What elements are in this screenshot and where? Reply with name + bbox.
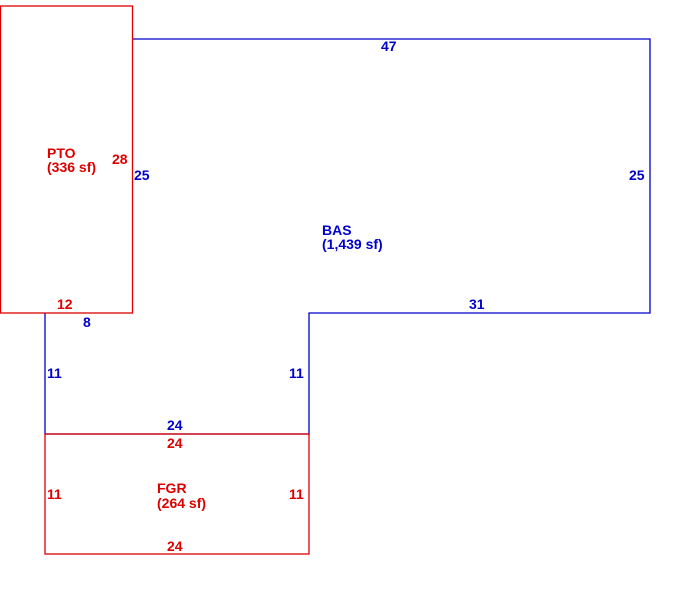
bas-dim-left-lower: 11 — [47, 365, 62, 381]
fgr-dim-bottom: 24 — [167, 538, 183, 554]
bas-dim-notch: 8 — [83, 314, 91, 330]
fgr-labels: FGR (264 sf) 24 24 11 11 — [47, 435, 304, 554]
bas-dim-step-top: 31 — [469, 296, 485, 312]
bas-labels: BAS (1,439 sf) 47 25 25 31 11 11 24 8 — [47, 38, 645, 433]
fgr-area-label: (264 sf) — [157, 495, 206, 511]
pto-dim-side: 28 — [112, 151, 128, 167]
fgr-code-label: FGR — [157, 480, 187, 496]
bas-dim-step-vertical: 11 — [289, 365, 304, 381]
bas-dim-right: 25 — [629, 167, 645, 183]
fgr-dim-left: 11 — [47, 486, 62, 502]
pto-code-label: PTO — [47, 145, 76, 161]
bas-dim-left: 25 — [134, 167, 150, 183]
pto-outline — [0, 5, 134, 314]
pto-labels: PTO (336 sf) 28 12 — [47, 145, 128, 312]
fgr-outline — [44, 433, 310, 555]
bas-code-label: BAS — [322, 222, 352, 238]
fgr-dim-right: 11 — [289, 486, 304, 502]
bas-dim-bottom: 24 — [167, 417, 183, 433]
bas-dim-top: 47 — [381, 38, 397, 54]
pto-area-label: (336 sf) — [47, 159, 96, 175]
pto-dim-bottom: 12 — [57, 296, 73, 312]
bas-area-label: (1,439 sf) — [322, 236, 383, 252]
fgr-dim-top: 24 — [167, 435, 183, 451]
